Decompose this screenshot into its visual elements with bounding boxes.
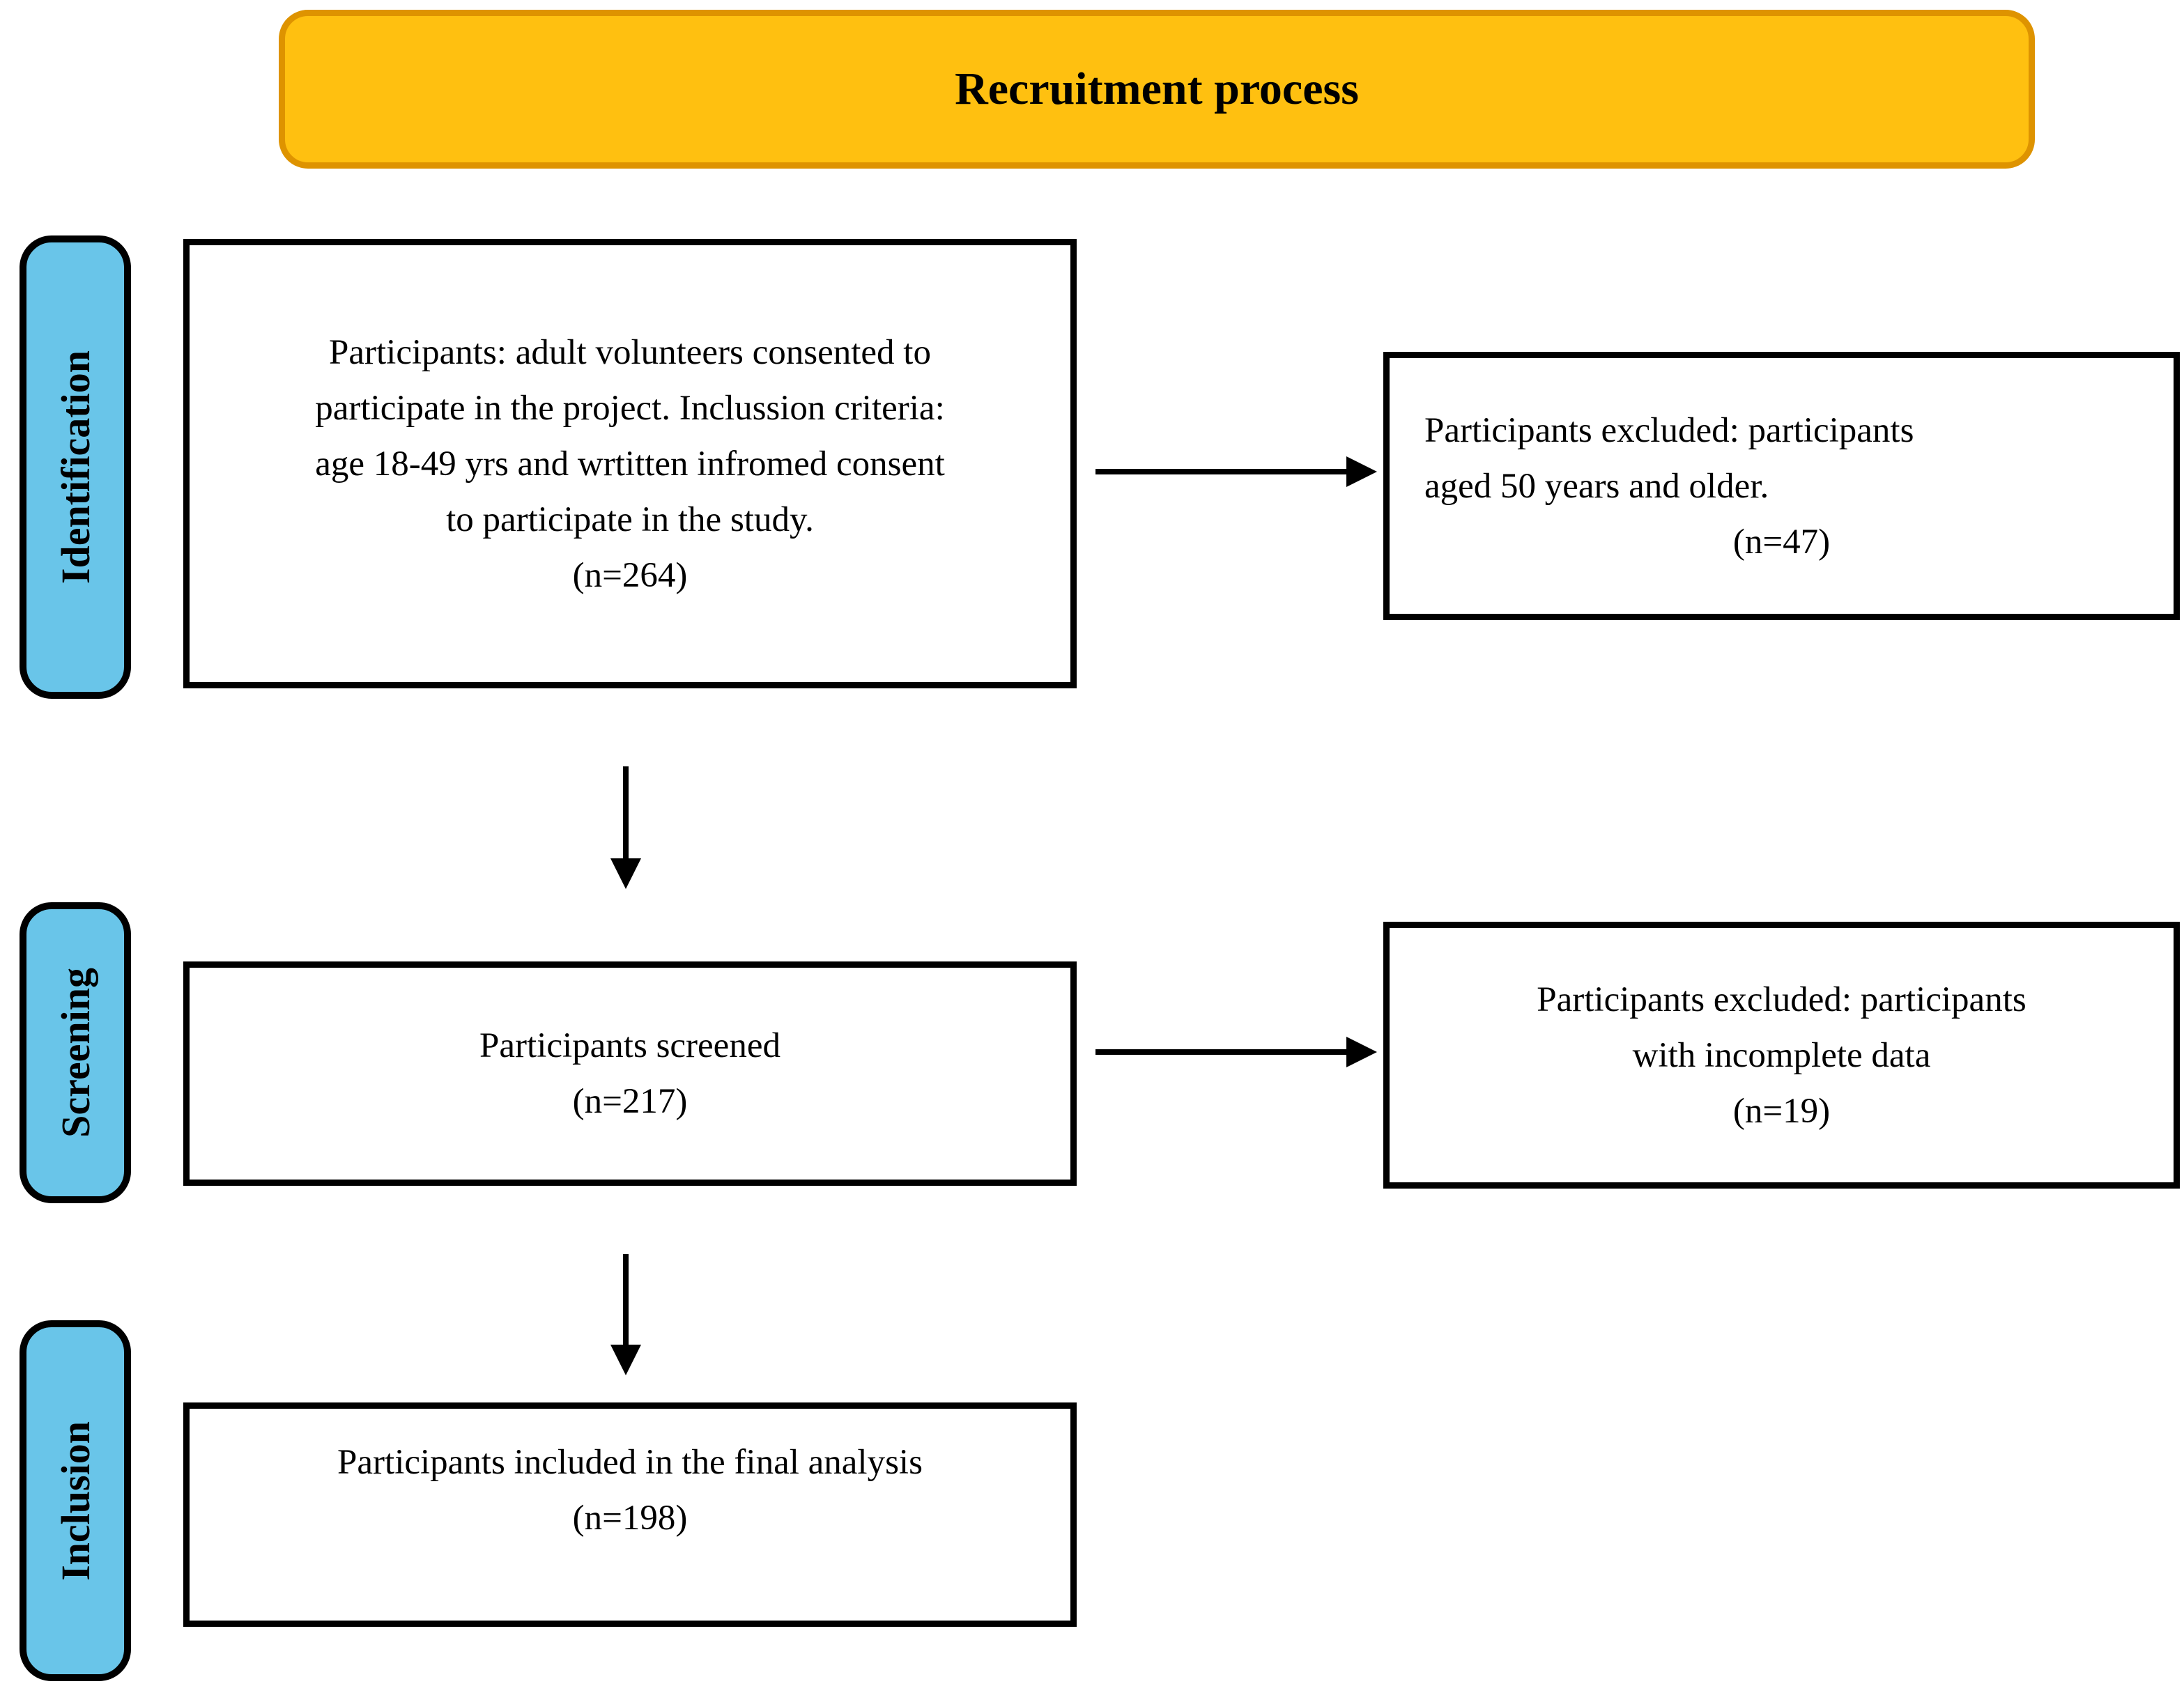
arrow-identification-to-excluded (1095, 456, 1377, 487)
box-inclusion-main: Participants included in the final analy… (183, 1402, 1077, 1627)
title-banner: Recruitment process (279, 10, 2035, 169)
arrow-shaft (623, 766, 629, 861)
arrow-identification-to-screening (610, 766, 641, 889)
box-screening-excluded-count: (n=19) (1732, 1091, 1831, 1131)
arrow-shaft (623, 1254, 629, 1347)
box-screening-main: Participants screened (n=217) (183, 961, 1077, 1186)
box-inclusion-main-text: Participants included in the final analy… (337, 1443, 923, 1482)
box-screening-main-text: Participants screened (479, 1026, 780, 1065)
arrowhead-down-icon (610, 858, 641, 889)
arrowhead-right-icon (1346, 1037, 1377, 1067)
arrow-screening-to-inclusion (610, 1254, 641, 1375)
box-screening-main-count: (n=217) (572, 1082, 688, 1121)
box-identification-excluded-text: Participants excluded: participants aged… (1424, 410, 1914, 506)
box-inclusion-main-count: (n=198) (572, 1499, 688, 1538)
arrowhead-down-icon (610, 1345, 641, 1375)
stage-label-screening: Screening (20, 902, 131, 1203)
stage-label-identification: Identification (20, 235, 131, 699)
arrow-shaft (1095, 1049, 1349, 1055)
stage-label-inclusion: Inclusion (20, 1320, 131, 1681)
stage-label-screening-text: Screening (52, 968, 98, 1138)
box-identification-main-text: Participants: adult volunteers consented… (315, 332, 945, 539)
box-identification-excluded-count: (n=47) (1732, 522, 1831, 562)
arrow-shaft (1095, 469, 1349, 474)
arrowhead-right-icon (1346, 456, 1377, 487)
title-banner-label: Recruitment process (955, 63, 1359, 114)
box-identification-main-count: (n=264) (572, 555, 688, 595)
box-identification-main: Participants: adult volunteers consented… (183, 239, 1077, 688)
stage-label-identification-text: Identification (52, 350, 98, 585)
box-screening-excluded: Participants excluded: participants with… (1383, 922, 2180, 1189)
arrow-screening-to-excluded (1095, 1037, 1377, 1067)
stage-label-inclusion-text: Inclusion (52, 1421, 98, 1581)
box-screening-excluded-text: Participants excluded: participants with… (1537, 980, 2027, 1075)
box-identification-excluded: Participants excluded: participants aged… (1383, 352, 2180, 620)
